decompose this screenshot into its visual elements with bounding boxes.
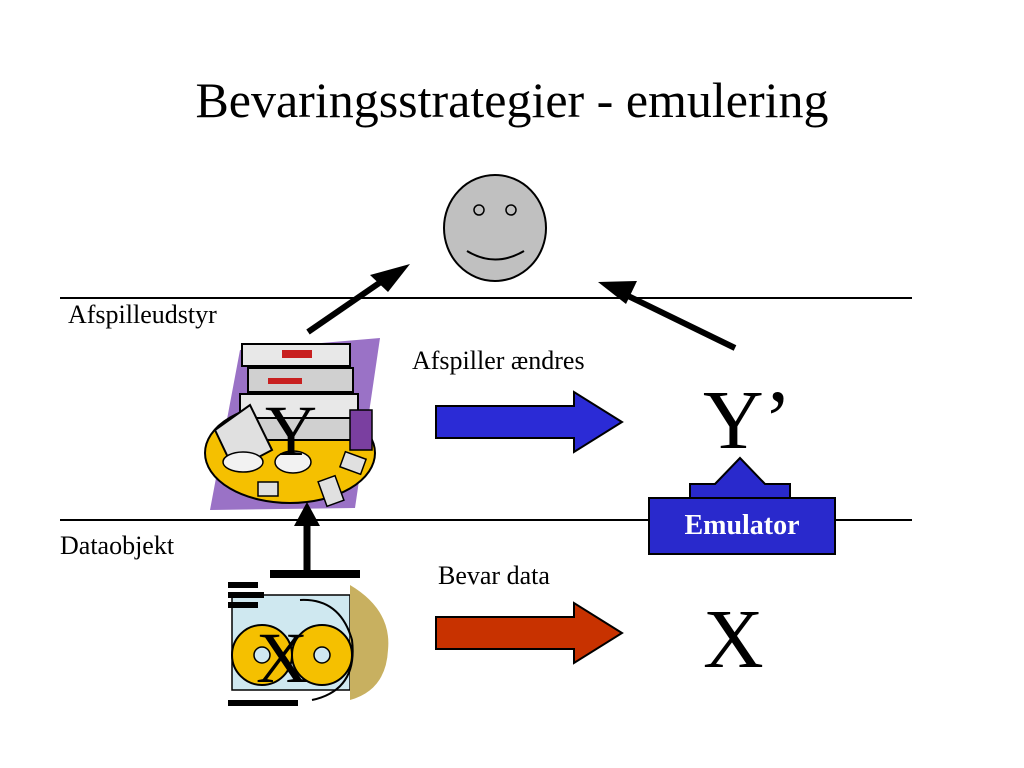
clipart-player-letter: Y: [265, 391, 317, 471]
smiley-face-icon: [443, 174, 547, 282]
label-keep-data: Bevar data: [438, 561, 550, 590]
clipart-data-letter: X: [256, 618, 308, 698]
emulator-box: Emulator: [648, 497, 836, 555]
arrow-keep-data: [435, 601, 624, 665]
symbol-new-player: Y’: [703, 374, 792, 467]
label-player-equipment: Afspilleudstyr: [68, 300, 217, 329]
arrow-emulated-to-user: [598, 281, 737, 351]
symbol-data: X: [703, 593, 764, 686]
arrow-data-to-player: [294, 502, 320, 570]
data-object-clipart: X: [220, 570, 389, 706]
label-data-object: Dataobjekt: [60, 531, 175, 560]
arrow-player-to-user: [306, 264, 410, 335]
player-equipment-clipart: Y: [204, 338, 380, 510]
slide-title: Bevaringsstrategier - emulering: [195, 72, 829, 128]
label-player-changes: Afspiller ændres: [412, 346, 585, 375]
emulator-up-arrow: [689, 456, 791, 501]
arrow-player-changes: [435, 390, 624, 454]
